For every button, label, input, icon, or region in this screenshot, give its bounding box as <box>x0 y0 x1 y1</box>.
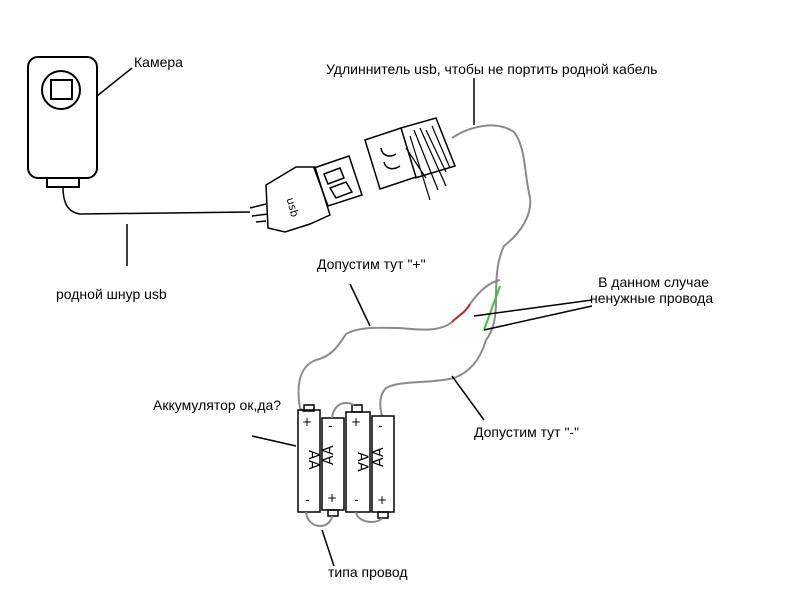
battery-2-plus: + <box>327 491 337 505</box>
label-unused-wires-line2: ненужные провода <box>590 290 714 306</box>
usb-plug-left-icon: usb <box>249 155 363 233</box>
battery-pointer-line <box>251 435 297 447</box>
minus-wire <box>379 339 487 417</box>
battery-1-minus: - <box>305 493 310 508</box>
battery-2-aa: AA <box>321 445 337 465</box>
minus-pointer-line <box>451 375 485 421</box>
plus-pointer-line <box>349 283 371 327</box>
plus-wire <box>297 321 453 413</box>
red-wire <box>451 303 471 323</box>
label-battery: Аккумулятор ок,да? <box>153 397 282 413</box>
connector-wire-top <box>331 401 355 419</box>
unused-pointer-line-2 <box>483 305 593 331</box>
connector-wire-bottom-2 <box>355 511 383 523</box>
usb-extender-socket-icon <box>364 117 456 201</box>
label-native-cord: родной шнур usb <box>56 286 167 302</box>
connector-wire-bottom-1 <box>305 511 333 527</box>
camera-pointer-line <box>96 67 133 97</box>
wire-split <box>469 279 501 305</box>
native-usb-cord <box>62 186 251 215</box>
label-wire-type: типа провод <box>328 564 408 580</box>
unused-pointer-line-1 <box>473 299 593 317</box>
usb-plug-left-text: usb <box>284 196 302 218</box>
battery-4-aa: AA <box>371 447 387 467</box>
battery-3-plus: + <box>351 415 361 429</box>
wire-type-pointer-line <box>321 529 335 567</box>
label-unused-wires-line1: В данном случае <box>598 274 710 290</box>
battery-3-minus: - <box>354 493 359 508</box>
label-camera: Камера <box>134 54 183 70</box>
label-unused-wires: В данном случае ненужные провода <box>590 274 714 306</box>
battery-2-minus: - <box>328 419 333 434</box>
green-wire <box>483 285 501 331</box>
label-plus-wire: Допустим тут "+" <box>317 256 426 272</box>
extender-cable <box>451 124 532 341</box>
label-minus-wire: Допустим тут "-" <box>474 424 580 440</box>
camera-icon <box>27 56 98 188</box>
battery-1-plus: + <box>302 415 312 429</box>
label-usb-extender: Удлиннитель usb, чтобы не портить родной… <box>326 61 658 77</box>
battery-4-minus: - <box>378 419 383 434</box>
battery-4-plus: + <box>377 493 387 507</box>
battery-1-aa: AA <box>305 450 321 470</box>
battery-3-aa: AA <box>354 452 370 472</box>
battery-labels: + AA - - AA + + AA - - AA + <box>302 415 387 508</box>
